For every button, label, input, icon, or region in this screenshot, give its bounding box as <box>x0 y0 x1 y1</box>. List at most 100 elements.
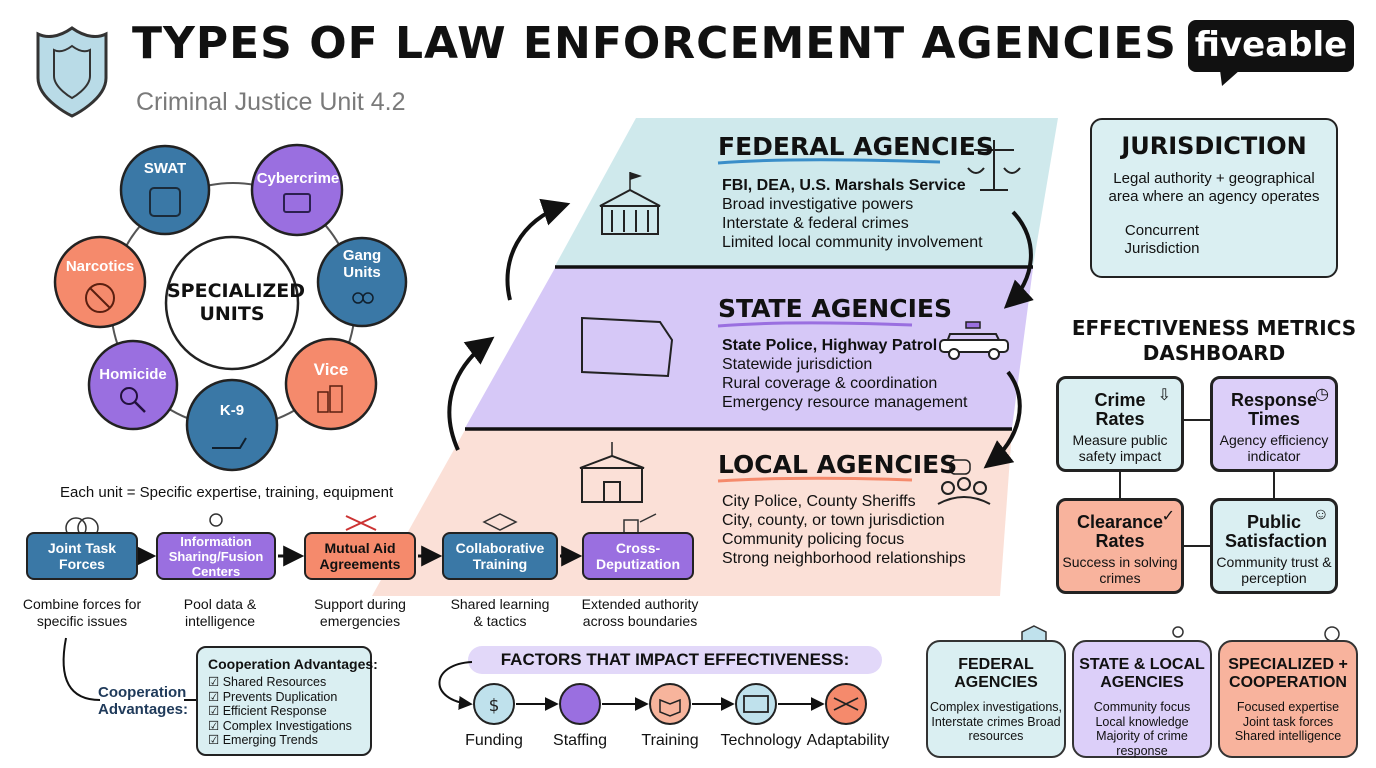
state-bullets: State Police, Highway Patrol Statewide j… <box>722 336 967 412</box>
arrow-federal-to-state <box>1003 210 1034 309</box>
svg-text:$: $ <box>489 696 500 716</box>
unit-swat <box>119 144 211 236</box>
bullet-item: Limited local community involvement <box>722 234 983 251</box>
unit-label-swat: SWAT <box>143 160 187 177</box>
unit-label-gang: Gang Units <box>342 247 382 281</box>
bullet-item: Rural coverage & coordination <box>722 375 938 392</box>
units-note: Each unit = Specific expertise, training… <box>60 484 394 501</box>
bullet-item: Statewide jurisdiction <box>722 356 873 373</box>
funding-icon <box>473 683 515 725</box>
unit-cybercrime <box>250 143 344 237</box>
summary-card-specialized: SPECIALIZED + COOPERATION Focused expert… <box>1218 640 1358 758</box>
factors-title-bar <box>468 646 882 674</box>
bullet-item: State Police, Highway Patrol <box>722 337 938 354</box>
metric-title: Response Times <box>1230 390 1318 429</box>
scales-icon <box>967 140 1021 191</box>
summary-card-state-local: STATE & LOCAL AGENCIES Community focus L… <box>1072 640 1212 758</box>
badge-icon <box>36 26 108 118</box>
vest-icon <box>149 187 181 217</box>
advantage-item: ☑ Shared Resources <box>208 675 327 689</box>
magnifier-icon <box>120 387 138 405</box>
coop-desc-training: Shared learning & tactics <box>450 596 550 629</box>
bullet-item: Strong neighborhood relationships <box>722 550 966 567</box>
unit-label-cybercrime: Cybercrime <box>256 170 340 187</box>
state-title: STATE AGENCIES <box>718 294 952 323</box>
summary-card-federal: FEDERAL AGENCIES Complex investigations,… <box>926 640 1066 758</box>
jurisdiction-title: JURISDICTION <box>1121 132 1307 160</box>
fiveable-logo: fiveable <box>1188 20 1354 72</box>
metric-crime-rates: Crime Rates Measure public safety impact… <box>1056 376 1184 472</box>
summary-card-title: STATE & LOCAL AGENCIES <box>1079 656 1205 691</box>
bullet-item: Broad investigative powers <box>722 196 914 213</box>
metric-desc: Community trust & perception <box>1216 554 1332 586</box>
coop-cross-deputization: Cross-Deputization <box>582 532 694 580</box>
factor-funding: Funding <box>465 732 523 749</box>
metric-title: Clearance Rates <box>1076 512 1164 551</box>
bullet-item: Emergency resource management <box>722 394 968 411</box>
coop-desc-mutual: Support during emergencies <box>314 596 406 629</box>
unit-gang <box>316 236 408 328</box>
local-title: LOCAL AGENCIES <box>718 450 958 479</box>
hub-label: SPECIALIZED UNITS <box>167 280 306 325</box>
coop-mutual-aid: Mutual Aid Agreements <box>304 532 416 580</box>
metric-desc: Measure public safety impact <box>1072 432 1168 464</box>
unit-label-narcotics: Narcotics <box>65 258 135 275</box>
unit-label-vice: Vice <box>313 360 349 379</box>
advantages-title: Cooperation Advantages: <box>208 656 378 672</box>
metric-title: Public Satisfaction <box>1225 512 1328 551</box>
metric-desc: Agency efficiency indicator <box>1219 432 1329 464</box>
factor-technology: Technology <box>720 732 802 749</box>
unit-label-homicide: Homicide <box>99 366 167 383</box>
federal-title: FEDERAL AGENCIES <box>718 132 994 161</box>
community-icon <box>937 459 991 505</box>
unit-narcotics <box>53 235 147 329</box>
hub-circle <box>164 235 300 371</box>
staffing-icon <box>559 683 601 725</box>
coop-desc-info: Pool data & intelligence <box>183 596 257 629</box>
smiley-icon: ☺ <box>1312 506 1329 523</box>
buildings-icon <box>317 391 329 413</box>
metrics-title: EFFECTIVENESS METRICS DASHBOARD <box>1071 316 1357 365</box>
advantage-item: ☑ Efficient Response <box>208 704 327 718</box>
page-subtitle: Criminal Justice Unit 4.2 <box>136 88 406 116</box>
advantage-item: ☑ Emerging Trends <box>208 733 318 747</box>
factor-staffing: Staffing <box>553 732 607 749</box>
metric-desc: Success in solving crimes <box>1062 554 1178 586</box>
factors-title: FACTORS THAT IMPACT EFFECTIVENESS: <box>500 650 850 669</box>
network-small-icon <box>1324 626 1340 642</box>
group-icon <box>1172 626 1184 638</box>
capitol-icon <box>599 172 661 235</box>
bullet-item: FBI, DEA, U.S. Marshals Service <box>722 177 966 194</box>
graduation-cap-icon <box>482 513 518 531</box>
arrow-state-to-local <box>983 370 1022 469</box>
page-title: TYPES OF LAW ENFORCEMENT AGENCIES <box>132 18 1177 69</box>
summary-card-desc: Complex investigations, Interstate crime… <box>930 700 1063 743</box>
unit-k9 <box>185 378 279 472</box>
check-icon: ☑ <box>208 704 223 718</box>
coop-collaborative-training: Collaborative Training <box>442 532 558 580</box>
jurisdiction-desc: Legal authority + geographical area wher… <box>1108 170 1320 205</box>
bullet-item: Community policing focus <box>722 531 905 548</box>
metric-public-satisfaction: Public Satisfaction Community trust & pe… <box>1210 498 1338 594</box>
check-icon: ☑ <box>208 675 223 689</box>
cooperation-advantages-label: Cooperation Advantages: <box>98 684 189 718</box>
cooperation-advantages-box: Cooperation Advantages: ☑ Shared Resourc… <box>196 646 378 756</box>
check-icon: ☑ <box>208 733 223 747</box>
clock-icon: ◷ <box>1315 386 1329 403</box>
concurrent-label: Concurrent Jurisdiction <box>1124 222 1200 257</box>
jurisdiction-box: JURISDICTION Legal authority + geographi… <box>1090 118 1338 278</box>
bullet-item: City, county, or town jurisdiction <box>722 512 945 529</box>
check-icon: ☑ <box>208 689 223 704</box>
summary-card-desc: Community focus Local knowledge Majority… <box>1093 700 1191 758</box>
check-icon: ☑ <box>208 718 223 733</box>
dog-icon <box>212 437 247 449</box>
no-drugs-icon <box>85 283 115 313</box>
network-icon <box>209 513 223 527</box>
metric-response-times: Response Times Agency efficiency indicat… <box>1210 376 1338 472</box>
summary-card-title: SPECIALIZED + COOPERATION <box>1228 656 1348 691</box>
arrow-state-to-federal <box>505 198 571 301</box>
state-band <box>465 268 1033 428</box>
check-circle-icon: ✓ <box>1161 508 1175 525</box>
unit-homicide <box>87 339 179 431</box>
coop-joint-task-forces: Joint Task Forces <box>26 532 138 580</box>
